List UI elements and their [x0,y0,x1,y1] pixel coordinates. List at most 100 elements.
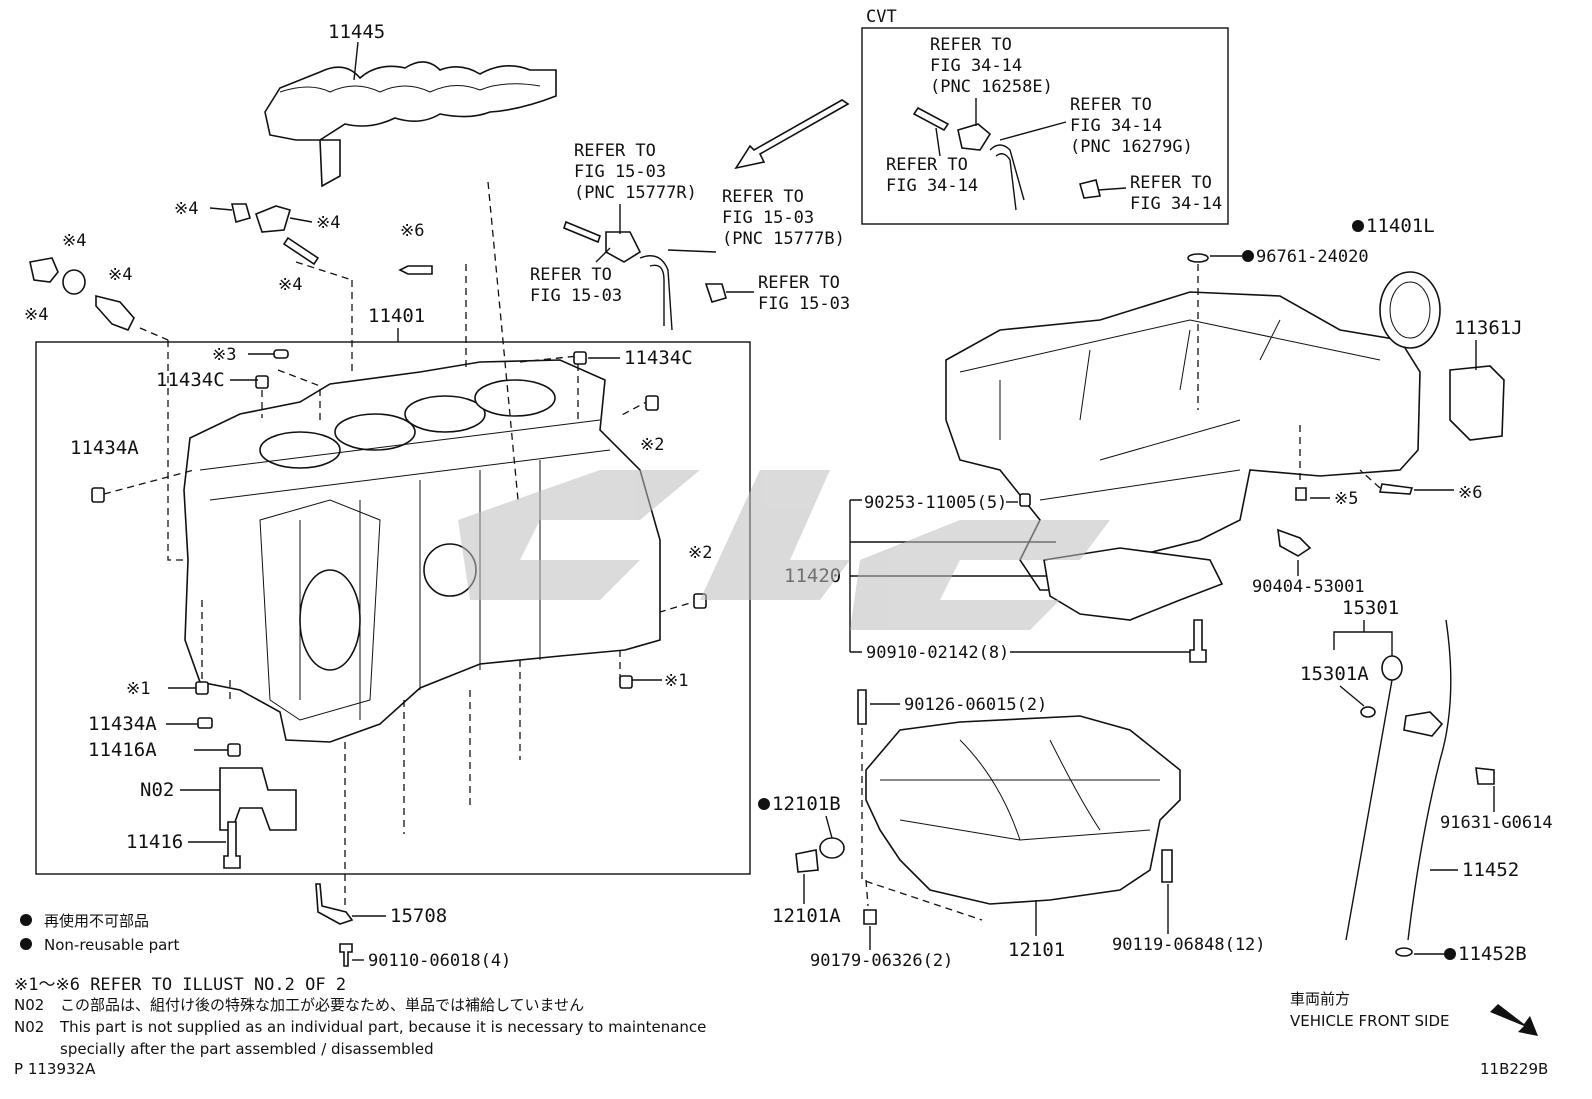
mark-6-a: ※6 [400,221,424,241]
part-15301A: 15301A [1300,663,1369,685]
leader-12101B [825,815,833,839]
refer-34-c-2: FIG 34-14 [886,176,978,196]
cvt-box-title: CVT [866,7,897,27]
part-90119: 90119-06848(12) [1112,935,1266,955]
refer-15-b-1: REFER TO [722,187,804,207]
footnote-n02-jp: この部品は、組付け後の特殊な加工が必要なため、単品では補給していません [60,996,584,1014]
footnote-n02-en-1: This part is not supplied as an individu… [59,1018,706,1036]
watermark-logo [458,470,1110,630]
mark-6-b: ※6 [1458,483,1482,503]
leader-11445 [353,41,359,81]
footnote-refer-line: ※1～※6 REFER TO ILLUST NO.2 OF 2 [14,975,346,995]
nonreusable-dot-12101B [758,798,770,810]
leader-15301A [1339,685,1365,707]
part-90910: 90910-02142(8) [866,643,1009,663]
cvt-box-frame [861,27,1229,225]
part-11434A-lower: 11434A [88,713,157,735]
part-11361J: 11361J [1454,317,1523,339]
part-90179: 90179-06326(2) [810,951,953,971]
legend-en: Non-reusable part [44,936,179,954]
part-96761: 96761-24020 [1256,247,1369,267]
part-N02: N02 [140,779,174,801]
mark-3: ※3 [212,345,236,365]
part-12101A: 12101A [772,905,841,927]
part-11401L: 11401L [1366,215,1435,237]
leaders-15-03 [595,204,754,293]
part-90253: 90253-11005(5) [864,493,1007,513]
oil-pipe-drawing [563,220,727,331]
part-91631: 91631-G0614 [1440,813,1553,833]
part-90126: 90126-06015(2) [904,695,1047,715]
footnote-n02-tag-jp: N02 [14,996,44,1014]
part-11416: 11416 [126,831,183,853]
footnote-n02-tag-en: N02 [14,1018,44,1036]
nonreusable-dot-11452B [1444,948,1456,960]
leaders-cvt [935,98,1127,191]
part-11416A: 11416A [88,739,157,761]
front-side-en: VEHICLE FRONT SIDE [1290,1012,1450,1030]
block-insulator-cover-drawing [264,61,557,188]
mark-5: ※5 [1334,489,1358,509]
refer-34-b-3: (PNC 16279G) [1070,137,1193,157]
legend-jp: 再使用不可部品 [44,912,149,930]
refer-15-c-1: REFER TO [530,265,612,285]
block-small-parts [91,349,707,967]
refer-34-d-1: REFER TO [1130,173,1212,193]
mark-1-a: ※1 [126,679,150,699]
part-15708: 15708 [390,905,447,927]
mark-4-f: ※4 [24,305,48,325]
oil-pan-lower-drawing [795,689,1181,925]
mark-leaders [168,207,1454,689]
dash-leaders-pan [861,728,983,921]
mark-2-a: ※2 [640,435,664,455]
part-11434C-left: 11434C [156,369,225,391]
refer-15-d-1: REFER TO [758,273,840,293]
front-direction-arrow-icon [1490,1004,1538,1036]
refer-15-d-2: FIG 15-03 [758,294,850,314]
refer-15-c-2: FIG 15-03 [530,286,622,306]
mark-4-d: ※4 [108,265,132,285]
part-11434C-right: 11434C [624,347,693,369]
illustration-number: P 113932A [14,1060,96,1078]
refer-34-b-2: FIG 34-14 [1070,116,1162,136]
oil-pan-upper-drawing [945,253,1505,663]
nonreusable-dot-96761 [1242,250,1254,262]
part-12101: 12101 [1008,939,1065,961]
dipstick-drawing [1345,619,1495,957]
part-11401: 11401 [368,305,425,327]
legend-dot-1 [20,914,32,926]
cvt-parts-drawing [912,106,1101,211]
part-11452B: 11452B [1458,943,1527,965]
top-left-fasteners [29,203,433,332]
refer-34-a-1: REFER TO [930,35,1012,55]
cvt-arrow [734,99,850,170]
mark-4-a: ※4 [174,199,198,219]
mark-4-e: ※4 [278,275,302,295]
front-side-jp: 車両前方 [1290,990,1350,1008]
cylinder-block-frame [35,341,751,875]
part-15301: 15301 [1342,597,1399,619]
refer-34-d-2: FIG 34-14 [1130,194,1222,214]
legend-dot-2 [20,938,32,950]
refer-34-a-3: (PNC 16258E) [930,77,1053,97]
refer-34-b-1: REFER TO [1070,95,1152,115]
reference-code: 11B229B [1480,1060,1548,1078]
mark-4-c: ※4 [62,231,86,251]
part-11445: 11445 [328,21,385,43]
part-90404: 90404-53001 [1252,577,1365,597]
mark-4-b: ※4 [316,213,340,233]
leader-11434A-upper [103,469,195,495]
part-90110: 90110-06018(4) [368,951,511,971]
refer-15-a-1: REFER TO [574,141,656,161]
refer-15-b-3: (PNC 15777B) [722,229,845,249]
part-11452: 11452 [1462,859,1519,881]
part-12101B: 12101B [772,793,841,815]
cylinder-block-drawing [183,359,661,743]
refer-15-a-2: FIG 15-03 [574,162,666,182]
refer-15-a-3: (PNC 15777R) [574,183,697,203]
mark-1-b: ※1 [664,671,688,691]
dash-leaders [139,181,701,906]
nonreusable-dot-11401L [1352,220,1364,232]
refer-15-b-2: FIG 15-03 [722,208,814,228]
